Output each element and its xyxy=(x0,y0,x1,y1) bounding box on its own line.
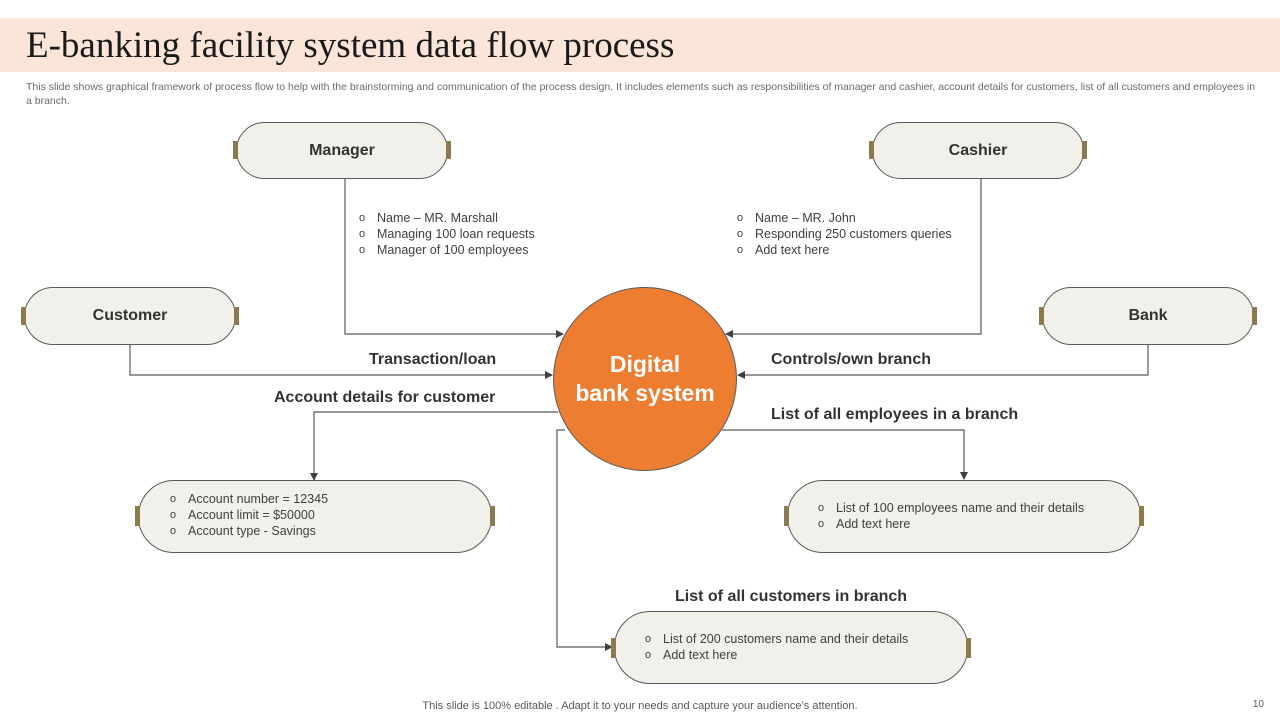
employees-box-tab-left xyxy=(784,506,789,526)
manager-tab-left xyxy=(233,141,238,159)
employees-flow-label: List of all employees in a branch xyxy=(771,406,1019,423)
manager-node: Manager xyxy=(236,122,448,179)
center-label-line1: Digital xyxy=(609,351,681,377)
account-details-list: Account number = 12345 Account limit = $… xyxy=(170,491,328,539)
customer-node: Customer xyxy=(24,287,236,345)
bank-label: Bank xyxy=(1128,307,1168,324)
account-detail-item: Account number = 12345 xyxy=(170,491,328,507)
page-number: 10 xyxy=(1252,699,1264,710)
manager-detail-item: Manager of 100 employees xyxy=(359,242,535,258)
cashier-detail-item: Responding 250 customers queries xyxy=(737,226,952,242)
account-details-flow-label: Account details for customer xyxy=(274,389,496,406)
customers-item: Add text here xyxy=(645,647,908,663)
customers-box-tab-left xyxy=(611,638,616,658)
customers-flow-label: List of all customers in branch xyxy=(675,588,908,605)
manager-tab-right xyxy=(446,141,451,159)
employees-box-tab-right xyxy=(1139,506,1144,526)
account-box-tab-right xyxy=(490,506,495,526)
account-box-tab-left xyxy=(135,506,140,526)
title-band xyxy=(0,18,1280,72)
slide-subtitle: This slide shows graphical framework of … xyxy=(26,81,1256,107)
employees-connector xyxy=(722,429,968,480)
manager-detail-item: Managing 100 loan requests xyxy=(359,226,535,242)
cashier-detail-item: Add text here xyxy=(737,242,952,258)
cashier-connector xyxy=(725,179,982,338)
bank-tab-right xyxy=(1252,307,1257,325)
manager-connector xyxy=(344,179,564,338)
cashier-node: Cashier xyxy=(872,122,1084,179)
customers-box-tab-right xyxy=(966,638,971,658)
customers-item: List of 200 customers name and their det… xyxy=(645,631,908,647)
account-detail-item: Account limit = $50000 xyxy=(170,507,328,523)
cashier-tab-left xyxy=(869,141,874,159)
customer-label: Customer xyxy=(92,307,168,324)
cashier-tab-right xyxy=(1082,141,1087,159)
cashier-label: Cashier xyxy=(948,142,1008,159)
manager-label: Manager xyxy=(309,142,375,159)
digital-bank-system-node: Digital bank system xyxy=(553,287,737,471)
bank-connector xyxy=(737,345,1149,379)
customer-connector xyxy=(129,345,553,379)
center-label-line2: bank system xyxy=(575,380,715,406)
customer-tab-left xyxy=(21,307,26,325)
manager-detail-item: Name – MR. Marshall xyxy=(359,210,535,226)
slide-title: E-banking facility system data flow proc… xyxy=(26,25,675,66)
account-connector xyxy=(310,411,558,481)
customer-tab-right xyxy=(234,307,239,325)
bank-node: Bank xyxy=(1042,287,1254,345)
footer-note: This slide is 100% editable . Adapt it t… xyxy=(422,700,858,712)
customers-list: List of 200 customers name and their det… xyxy=(645,631,908,663)
cashier-details: Name – MR. John Responding 250 customers… xyxy=(737,210,952,258)
cashier-detail-item: Name – MR. John xyxy=(737,210,952,226)
customers-connector xyxy=(556,429,613,651)
transaction-flow-label: Transaction/loan xyxy=(369,351,497,368)
controls-flow-label: Controls/own branch xyxy=(771,351,931,368)
employees-item: Add text here xyxy=(818,516,1084,532)
employees-item: List of 100 employees name and their det… xyxy=(818,500,1084,516)
employees-list: List of 100 employees name and their det… xyxy=(818,500,1084,532)
bank-tab-left xyxy=(1039,307,1044,325)
account-detail-item: Account type - Savings xyxy=(170,523,328,539)
manager-details: Name – MR. Marshall Managing 100 loan re… xyxy=(359,210,535,258)
